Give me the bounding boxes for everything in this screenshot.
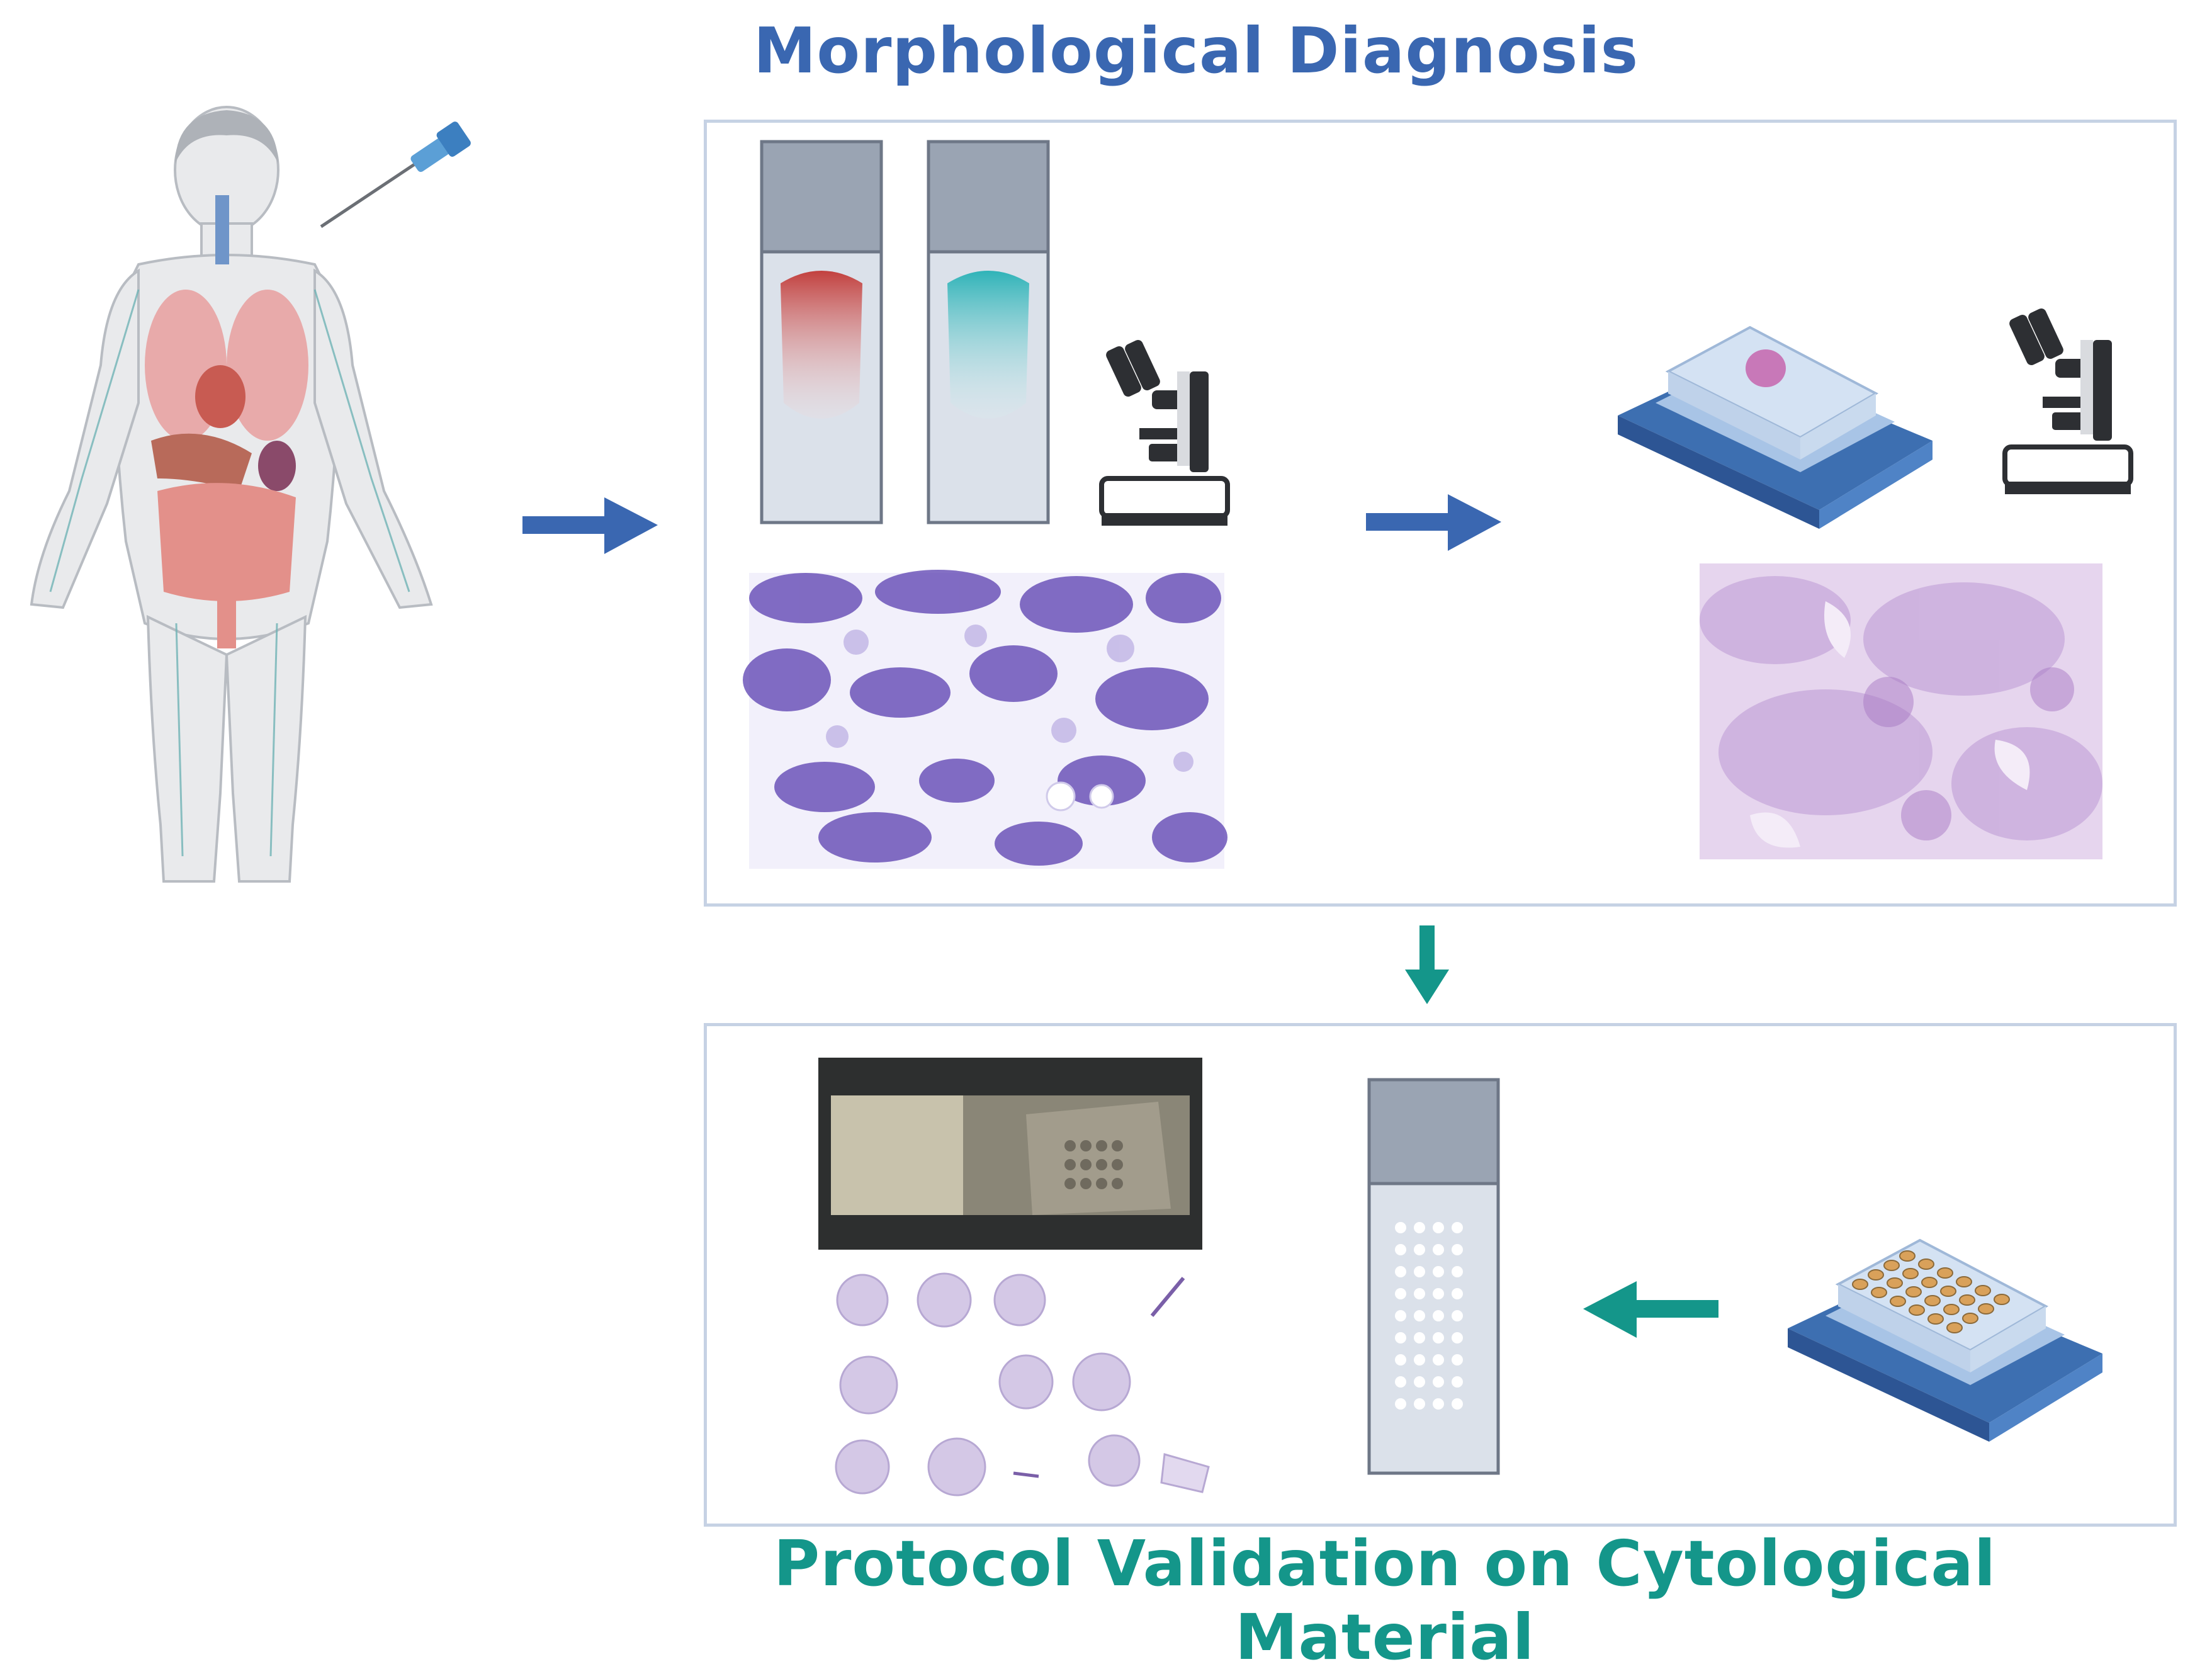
microscope-icon bbox=[2002, 308, 2133, 494]
histology-section-image bbox=[1700, 563, 2102, 859]
stained-slide-icon bbox=[760, 140, 1050, 524]
arrow-icon bbox=[1405, 925, 1449, 1004]
tma-cores-image bbox=[835, 1272, 1210, 1496]
diagnosis-title: Morphological Diagnosis bbox=[753, 14, 1639, 88]
cytology-smear-image bbox=[743, 570, 1227, 869]
microscope-icon bbox=[1099, 340, 1230, 526]
syringe-needle-icon bbox=[320, 122, 471, 229]
arrow-icon bbox=[1366, 494, 1501, 551]
arrow-icon bbox=[522, 497, 658, 554]
tma-slide-icon bbox=[1367, 1078, 1500, 1475]
arrow-icon bbox=[1583, 1281, 1718, 1338]
validation-title: Protocol Validation on Cytological Mater… bbox=[773, 1527, 1997, 1674]
tissue-microarray-block-icon bbox=[1788, 1238, 2102, 1442]
tma-slide-photo bbox=[818, 1058, 1202, 1250]
tissue-block-icon bbox=[1618, 325, 1933, 529]
human-body-icon bbox=[30, 106, 433, 883]
